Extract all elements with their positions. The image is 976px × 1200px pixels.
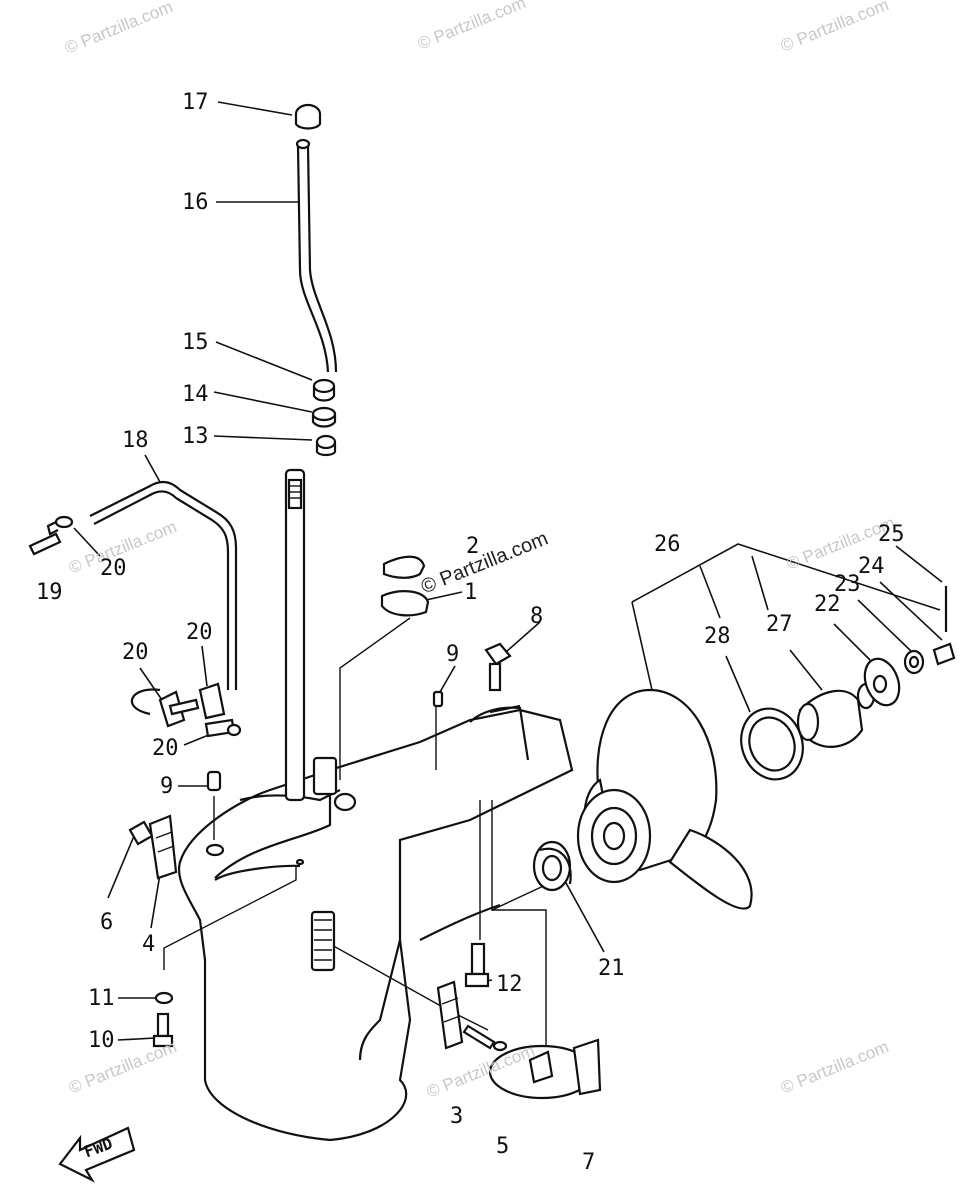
callout-7: 7 [582,1150,596,1175]
callout-4: 4 [142,932,156,957]
lower-unit-housing [177,704,574,1142]
callout-16: 16 [182,190,209,215]
callout-20: 20 [152,736,179,761]
callout-27: 27 [766,612,793,637]
hardware-parts [128,555,602,1100]
callout-21: 21 [598,956,625,981]
callout-2: 2 [466,534,480,559]
callout-3: 3 [450,1104,464,1129]
leader-lines [73,101,943,1050]
callout-19: 19 [36,580,63,605]
callout-17: 17 [182,90,209,115]
water-tube-assembly [294,103,338,457]
callout-22: 22 [814,592,841,617]
shift-rod-assembly [28,480,242,738]
propeller [576,688,753,910]
callout-10: 10 [88,1028,115,1053]
callout-20: 20 [100,556,127,581]
callout-20: 20 [122,640,149,665]
callout-11: 11 [88,986,115,1011]
fwd-arrow-icon [58,1126,136,1183]
callout-18: 18 [122,428,149,453]
callout-24: 24 [858,554,885,579]
drive-shaft [284,468,357,812]
callout-12: 12 [496,972,523,997]
callout-23: 23 [834,572,861,597]
callout-20: 20 [186,620,213,645]
callout-9: 9 [160,774,174,799]
callout-6: 6 [100,910,114,935]
callout-1: 1 [464,580,478,605]
callout-28: 28 [704,624,731,649]
callout-9: 9 [446,642,460,667]
callout-26: 26 [654,532,681,557]
callout-14: 14 [182,382,209,407]
callout-25: 25 [878,522,905,547]
callout-13: 13 [182,424,209,449]
callout-15: 15 [182,330,209,355]
prop-hardware [740,586,956,781]
callout-5: 5 [496,1134,510,1159]
callout-8: 8 [530,604,544,629]
